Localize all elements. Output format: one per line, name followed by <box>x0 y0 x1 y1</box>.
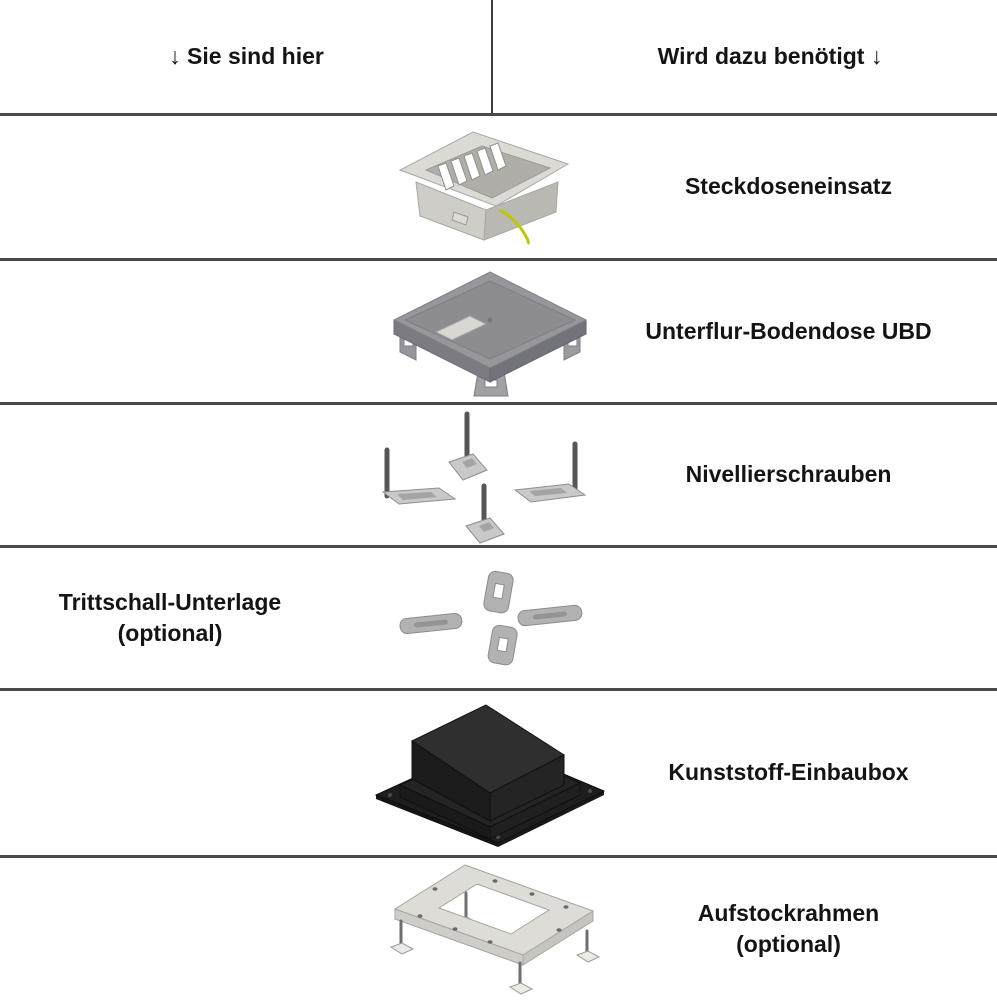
row-unterflur-bodendose: Unterflur-Bodendose UBD <box>0 258 997 402</box>
product-image-cell <box>340 405 640 545</box>
row-trittschall-unterlage: Trittschall-Unterlage (optional) <box>0 545 997 688</box>
floor-box-illustration <box>392 270 588 396</box>
impact-sound-pads-illustration <box>399 570 583 666</box>
header-right-label: Wird dazu benötigt ↓ <box>657 43 883 69</box>
right-label-cell: Unterflur-Bodendose UBD <box>640 261 997 402</box>
header-left-cell: ↓ Sie sind hier <box>0 0 493 113</box>
left-label-cell: Trittschall-Unterlage (optional) <box>0 548 340 688</box>
header-left-label: ↓ Sie sind hier <box>169 43 324 69</box>
left-label-cell <box>0 116 340 258</box>
product-image-cell <box>340 116 640 258</box>
product-image-cell <box>340 691 640 855</box>
right-label-cell: Kunststoff-Einbaubox <box>640 691 997 855</box>
left-label-cell <box>0 405 340 545</box>
product-label: Unterflur-Bodendose UBD <box>645 317 932 344</box>
stacking-frame-illustration <box>389 864 601 995</box>
leveling-screws-illustration <box>381 411 587 544</box>
left-label-cell <box>0 858 340 1000</box>
product-label: Trittschall-Unterlage (optional) <box>58 588 282 646</box>
product-label: Nivellierschrauben <box>685 461 892 488</box>
row-steckdoseneinsatz: Steckdoseneinsatz <box>0 113 997 258</box>
header-row: ↓ Sie sind hier Wird dazu benötigt ↓ <box>0 0 997 113</box>
socket-insert-illustration <box>398 131 570 246</box>
plastic-installation-box-illustration <box>374 704 606 847</box>
row-kunststoff-einbaubox: Kunststoff-Einbaubox <box>0 688 997 855</box>
product-image-cell <box>340 858 640 1000</box>
header-right-cell: Wird dazu benötigt ↓ <box>493 0 997 113</box>
row-nivellierschrauben: Nivellierschrauben <box>0 402 997 545</box>
right-label-cell: Aufstockrahmen (optional) <box>640 858 997 1000</box>
product-label: Kunststoff-Einbaubox <box>668 759 909 786</box>
row-aufstockrahmen: Aufstockrahmen (optional) <box>0 855 997 1000</box>
product-image-cell <box>340 548 640 688</box>
left-label-cell <box>0 691 340 855</box>
product-label: Steckdoseneinsatz <box>684 173 893 200</box>
right-label-cell <box>640 548 997 688</box>
right-label-cell: Nivellierschrauben <box>640 405 997 545</box>
header-divider-line <box>491 0 493 113</box>
product-image-cell <box>340 261 640 402</box>
left-label-cell <box>0 261 340 402</box>
product-label: Aufstockrahmen (optional) <box>697 899 880 957</box>
right-label-cell: Steckdoseneinsatz <box>640 116 997 258</box>
